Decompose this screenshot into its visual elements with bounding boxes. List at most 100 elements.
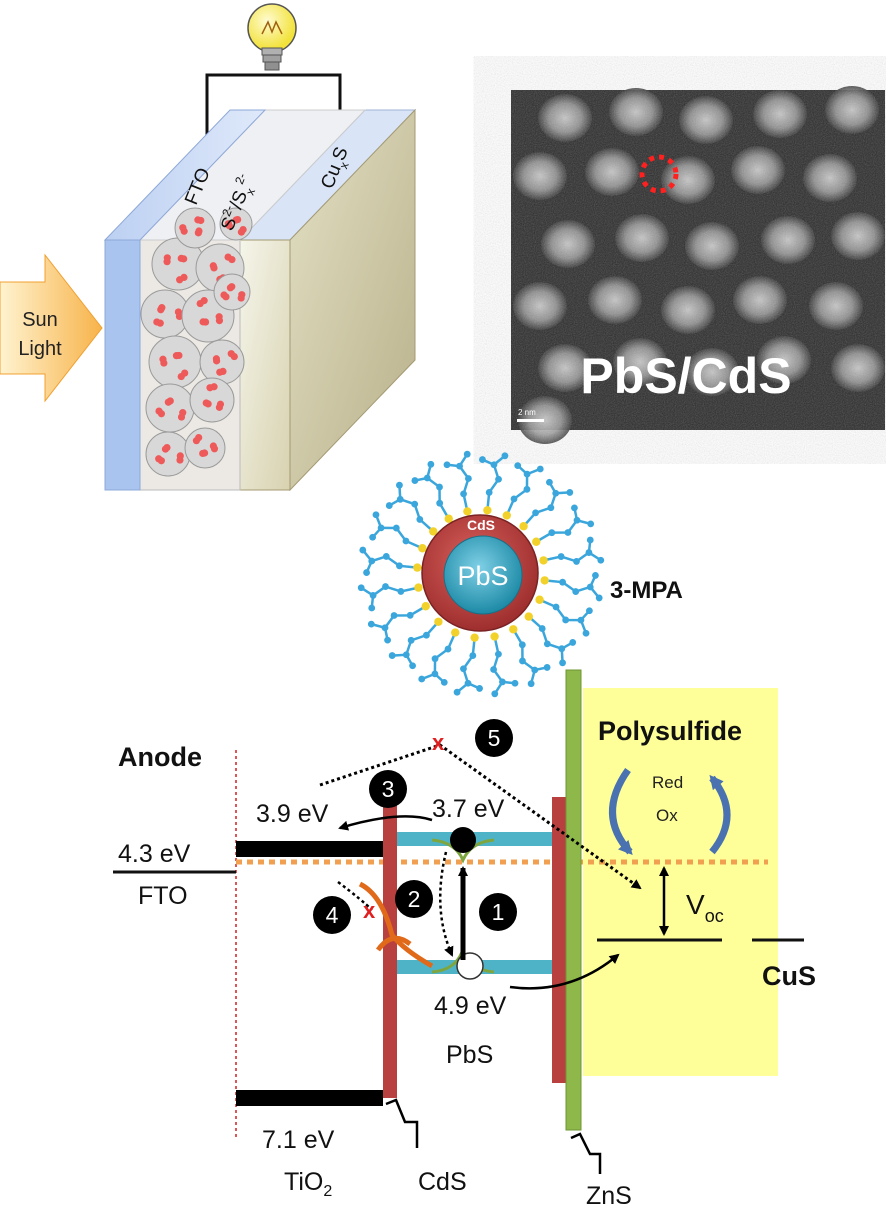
ligand-atom — [511, 679, 519, 687]
ligand-atom — [423, 474, 431, 482]
ligand-atom — [573, 516, 581, 524]
ligand-atom — [562, 616, 570, 624]
ligand-atom — [577, 616, 585, 624]
tio2-valence-band — [236, 1090, 383, 1106]
ligand-atom — [518, 641, 526, 649]
ligand-atom — [456, 462, 463, 470]
ligand-atom — [547, 504, 555, 512]
ligand-atom — [479, 456, 486, 463]
ligand-atom — [571, 504, 578, 512]
ligand-atom — [390, 612, 398, 619]
ligand-atom — [585, 549, 593, 556]
ligand-atom — [491, 690, 499, 698]
ligand-atom — [514, 462, 522, 470]
sulfur-anchor — [509, 625, 518, 634]
ligand-chain — [426, 476, 450, 520]
sun-label-line1: Sun — [22, 309, 58, 331]
ligand-atom — [436, 499, 444, 507]
injection-arrow — [338, 815, 433, 831]
micrograph-label: PbS/CdS — [580, 348, 791, 404]
sulfur-anchor — [451, 628, 460, 637]
step-badge-3 — [369, 770, 407, 808]
quantum-dot — [237, 228, 246, 236]
ligand-atom — [586, 583, 594, 591]
quantum-dot — [195, 433, 203, 442]
blocked-mark-4: x — [363, 898, 376, 923]
ligand-atom — [392, 524, 400, 532]
tio2-particle — [199, 339, 245, 385]
tio2-particle — [145, 383, 195, 433]
ligand-atom — [367, 620, 375, 628]
ligand-atom — [368, 604, 376, 612]
electron-icon — [450, 827, 476, 853]
ligand-atom — [369, 592, 377, 599]
blocked-mark-5: x — [432, 730, 445, 755]
ligand-chain — [543, 551, 590, 563]
ligand-atom — [427, 460, 435, 468]
ligand-atom — [396, 495, 404, 503]
sulfur-anchor — [463, 507, 472, 516]
sulfur-anchor — [434, 617, 443, 626]
ligand-atom — [411, 500, 419, 508]
ligand-atom — [510, 495, 518, 503]
step-badge-5 — [475, 719, 513, 757]
ligand-atom — [490, 666, 497, 673]
quantum-dot — [194, 229, 202, 237]
ligand-atom — [476, 685, 483, 692]
ligand-chain — [405, 620, 440, 656]
tem-micrograph: PbS/CdS 2 nm — [511, 86, 885, 444]
ligand-atom — [572, 588, 580, 595]
quantum-dot — [199, 449, 207, 458]
ligand-atom — [406, 611, 414, 619]
oxidation-arrow-icon — [709, 774, 731, 855]
ligand-chain — [505, 474, 529, 516]
reduction-arrow-icon — [609, 767, 633, 855]
ligand-atom — [377, 524, 385, 532]
step-number-5: 5 — [488, 725, 501, 751]
core-label: PbS — [457, 561, 508, 591]
ligand-atom — [463, 450, 471, 458]
ligand-chain — [433, 632, 457, 674]
ligand-atom — [559, 659, 566, 667]
ligand-atom — [531, 666, 539, 674]
quantum-dot — [215, 317, 224, 325]
sulfur-anchor — [429, 527, 438, 536]
ligand-atom — [490, 461, 498, 469]
pbs-core — [443, 535, 523, 615]
ligand-atom — [440, 678, 448, 686]
recombination-arrow — [439, 851, 454, 957]
highlight-circle — [639, 154, 679, 194]
quantum-dot — [202, 399, 210, 407]
ligand-atom — [409, 662, 416, 670]
ligand-atom — [586, 536, 594, 544]
ligand-atom — [582, 629, 590, 637]
fto-text-label: FTO — [138, 882, 188, 910]
ligand-atom — [388, 652, 396, 659]
quantum-dot — [200, 297, 208, 305]
zns-label: ZnS — [586, 1182, 632, 1208]
ligand-atom — [501, 452, 509, 460]
sulfur-anchor — [540, 576, 549, 585]
polysulfide-region — [583, 688, 778, 1076]
tio2-vb-label: 7.1 eV — [262, 1126, 335, 1154]
quantum-dot — [199, 318, 207, 326]
sulfur-anchor — [421, 602, 430, 611]
quantum-dot — [228, 255, 236, 264]
anode-label: Anode — [118, 742, 202, 772]
tio2-cb-label: 3.9 eV — [256, 800, 329, 828]
quantum-dot — [215, 403, 223, 411]
trap-recombination-path — [337, 881, 373, 911]
pbs-vb-label: 4.9 eV — [434, 992, 507, 1020]
ligand-atom — [385, 502, 393, 509]
ligand-chain — [522, 492, 557, 528]
quantum-dot — [177, 413, 186, 421]
ligand-chain — [458, 465, 470, 512]
ligand-atom — [381, 624, 389, 632]
quantum-dot — [175, 312, 184, 321]
quantum-dot — [228, 283, 236, 291]
quantum-dot — [166, 397, 174, 405]
ligand-atom — [402, 537, 410, 545]
